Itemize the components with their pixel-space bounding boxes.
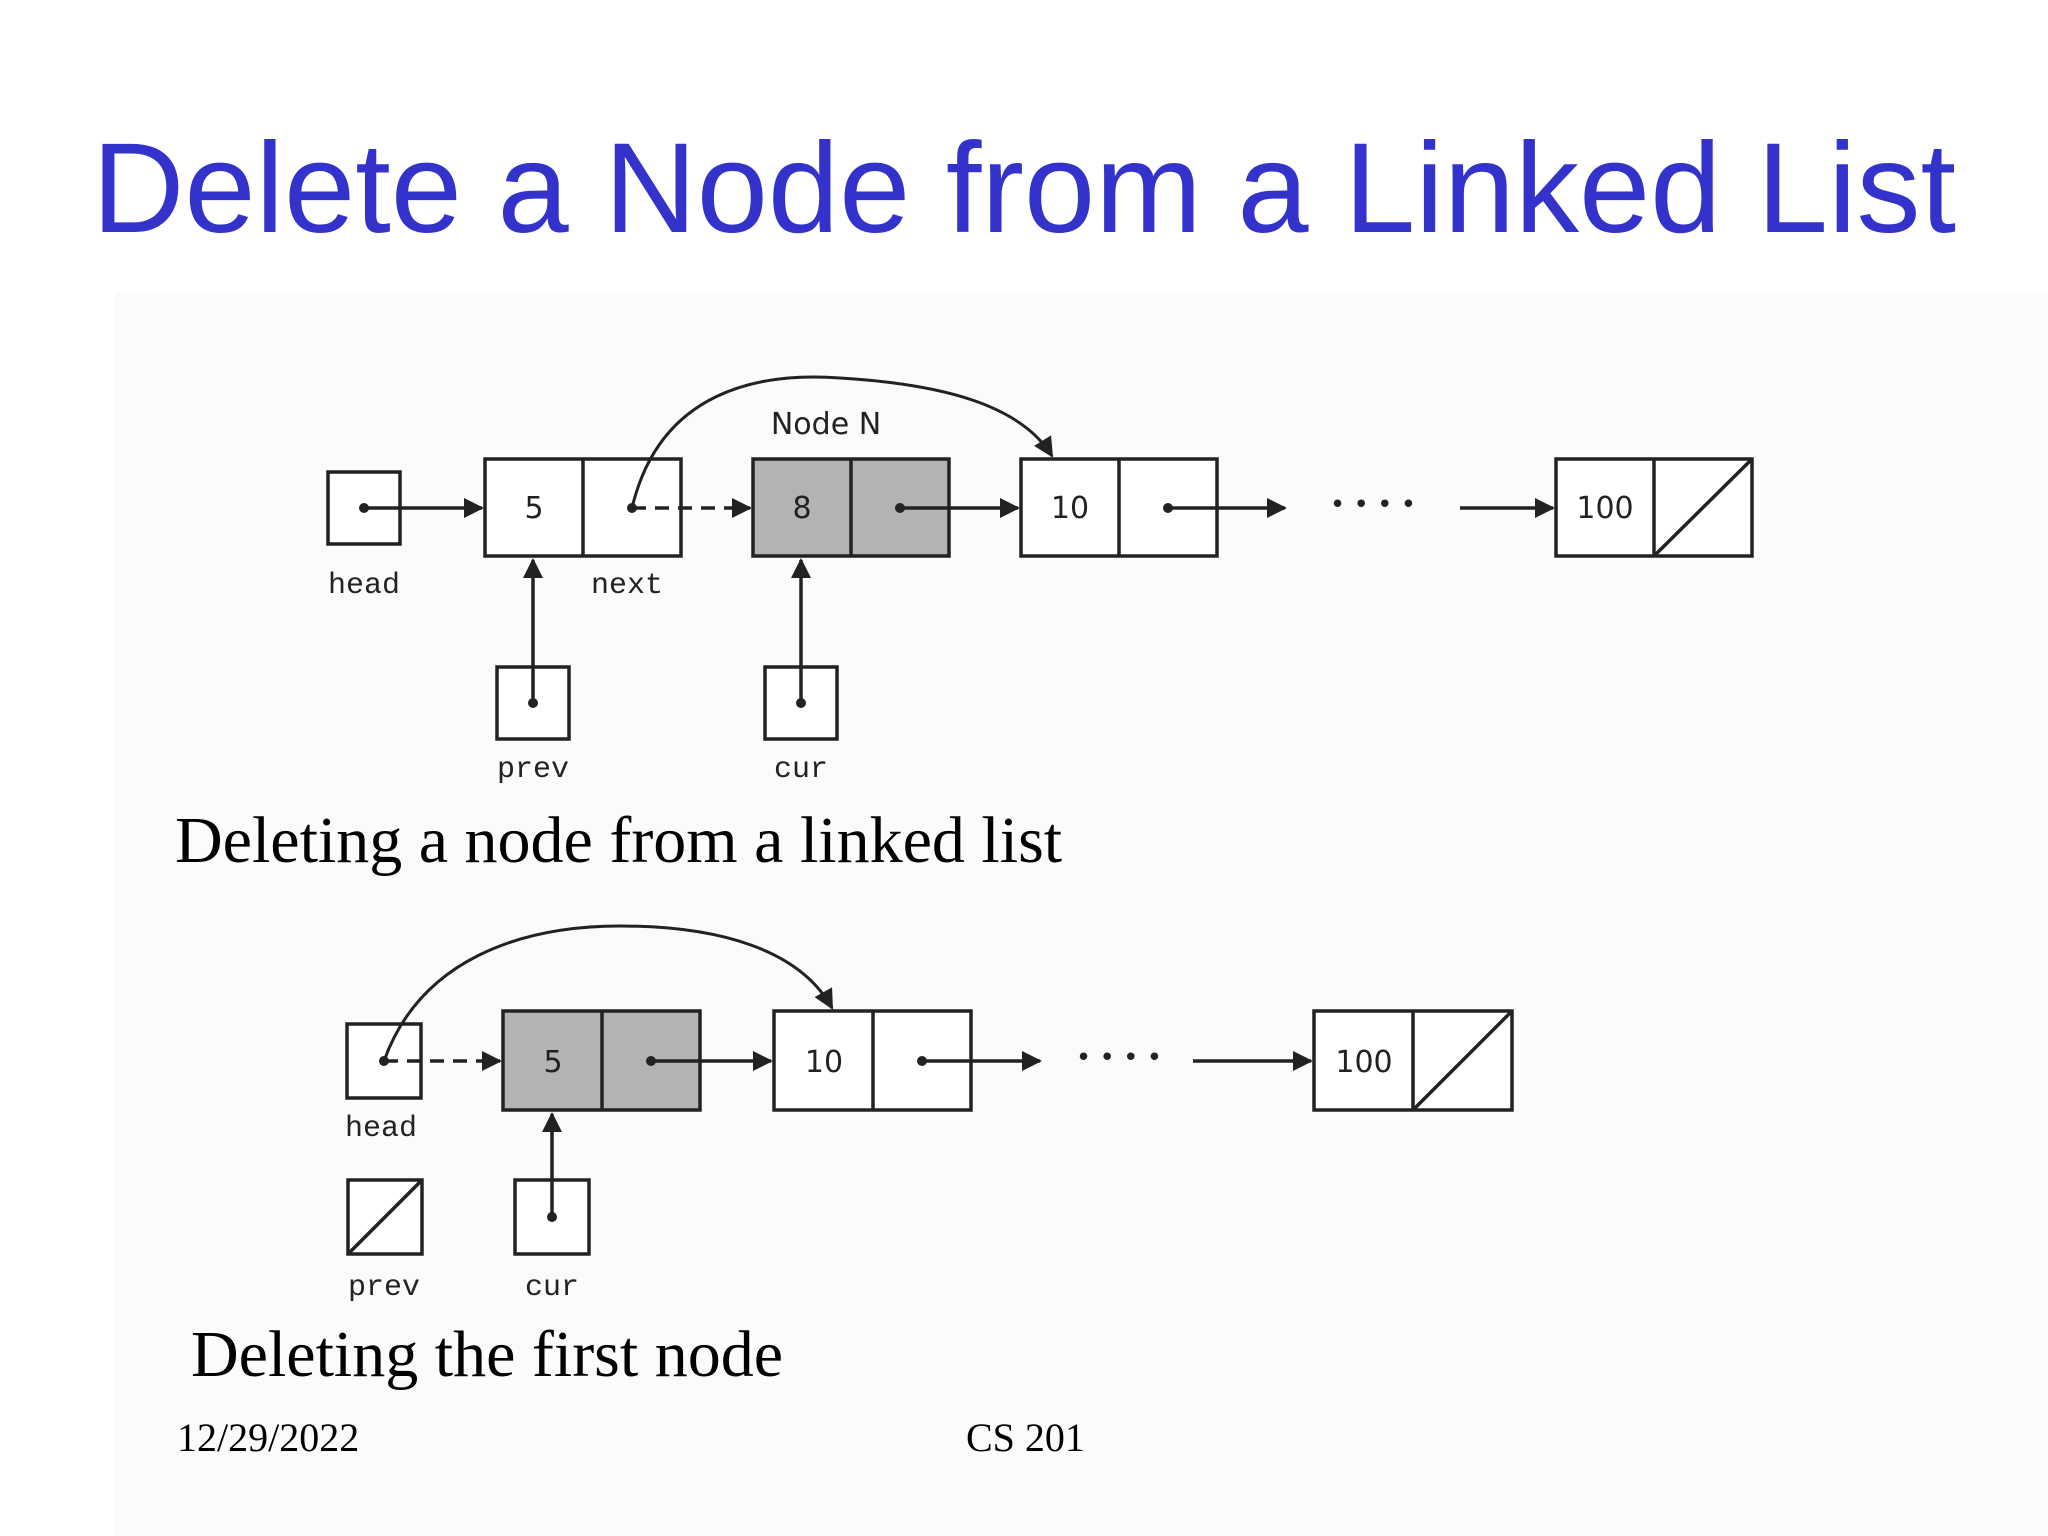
- node-value: 100: [1576, 491, 1633, 526]
- prev-label: prev: [497, 753, 569, 787]
- footer-course: CS 201: [966, 1415, 1085, 1460]
- slide-title: Delete a Node from a Linked List: [91, 117, 1957, 260]
- figure-2-caption: Deleting the first node: [191, 1318, 784, 1391]
- next-label: next: [591, 569, 663, 603]
- node-n-label: Node N: [771, 407, 881, 442]
- node-value: 8: [792, 491, 811, 526]
- node-value: 10: [805, 1045, 843, 1080]
- node-value: 100: [1335, 1045, 1392, 1080]
- figure-1-caption: Deleting a node from a linked list: [175, 804, 1063, 877]
- ellipsis: • • • •: [1330, 490, 1416, 520]
- null-slash: [1652, 457, 1754, 558]
- figure-1: [326, 375, 1754, 741]
- cur-label: cur: [525, 1271, 579, 1305]
- null-slash: [1411, 1009, 1514, 1112]
- footer-date: 12/29/2022: [177, 1415, 360, 1460]
- figure-1-labels: Node N 5 8 10 100 • • • • head next prev…: [328, 407, 1634, 787]
- prev-label: prev: [348, 1271, 420, 1305]
- head-label: head: [328, 569, 400, 603]
- cur-label: cur: [774, 753, 828, 787]
- bypass-arrow: [382, 924, 834, 1062]
- ellipsis: • • • •: [1076, 1043, 1162, 1073]
- head-label: head: [345, 1112, 417, 1146]
- node-value: 5: [524, 491, 543, 526]
- figure-2: [345, 924, 1514, 1256]
- node-value: 10: [1051, 491, 1089, 526]
- figure-2-labels: 5 10 100 • • • • head prev cur: [345, 1043, 1393, 1305]
- bypass-arrow: [630, 375, 1054, 509]
- node-value: 5: [543, 1045, 562, 1080]
